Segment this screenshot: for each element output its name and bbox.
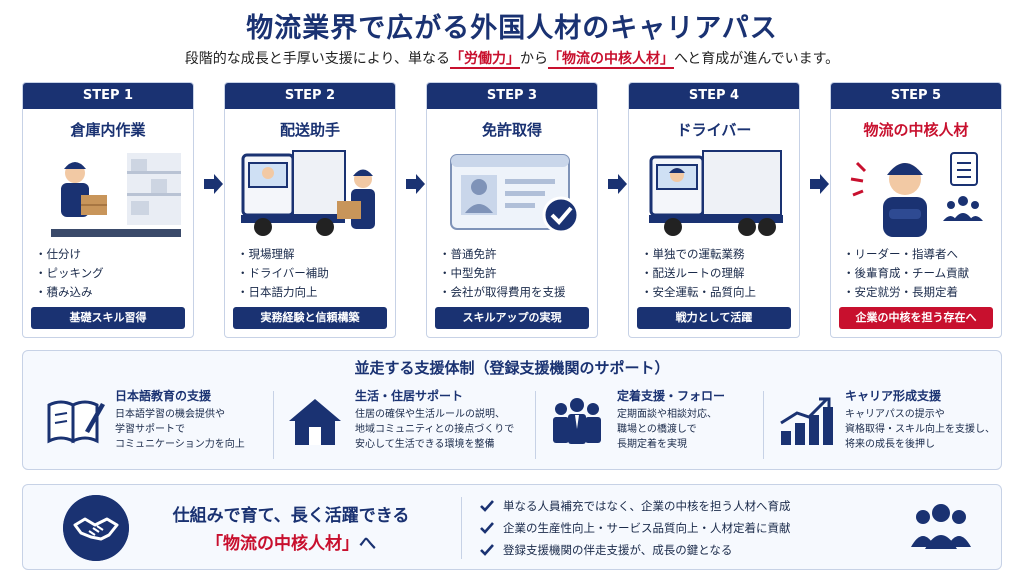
house-icon — [289, 399, 341, 445]
divider — [273, 391, 274, 459]
team-icon — [911, 504, 971, 549]
list-item: 企業の生産性向上・サービス品質向上・人材定着に貢献 — [479, 517, 791, 539]
step-footer: 戦力として活躍 — [637, 307, 791, 329]
list-item: 普通免許 — [439, 245, 566, 264]
step-footer: 企業の中核を担う存在へ — [839, 307, 993, 329]
support-item-title: 日本語教育の支援 — [115, 389, 212, 403]
divider — [763, 391, 764, 459]
book-pen-icon — [47, 400, 105, 444]
warehouse-worker-icon — [51, 153, 181, 237]
step-label: STEP 1 — [23, 83, 193, 109]
arrow-right-icon — [204, 174, 223, 194]
handshake-icon — [63, 495, 129, 561]
summary-sub: 「物流の中核人材」へ — [206, 534, 376, 554]
list-item: 会社が取得費用を支援 — [439, 283, 566, 302]
step-card-5: STEP 5 物流の中核人材 リーダー・指導者へ 後輩育成・チーム貢献 安定就労… — [830, 82, 1002, 338]
step-card-3: STEP 3 免許取得 普通免許 中型免許 会社が取得費用を支援 スキルアップの… — [426, 82, 598, 338]
list-item: 現場理解 — [237, 245, 329, 264]
step-card-4: STEP 4 ドライバー 単独での運転業務 配送ルートの理解 安全運転・品質向上… — [628, 82, 800, 338]
divider — [461, 497, 462, 559]
arrow-right-icon — [608, 174, 627, 194]
list-item: 配送ルートの理解 — [641, 264, 756, 283]
step-label: STEP 2 — [225, 83, 395, 109]
step-label: STEP 5 — [831, 83, 1001, 109]
step-card-1: STEP 1 倉庫内作業 仕分け ピッキング 積み込み 基礎スキル習得 — [22, 82, 194, 338]
summary-main: 仕組みで育て、長く活躍できる — [172, 506, 410, 526]
checkmark-icon — [480, 544, 494, 556]
step-items: 普通免許 中型免許 会社が取得費用を支援 — [439, 245, 566, 302]
list-item: 積み込み — [35, 283, 104, 302]
list-item: 安全運転・品質向上 — [641, 283, 757, 302]
step-items: 単独での運転業務 配送ルートの理解 安全運転・品質向上 — [641, 245, 757, 302]
step-name: 免許取得 — [481, 121, 542, 139]
list-item: ピッキング — [35, 264, 104, 283]
support-item-title: 生活・住居サポート — [355, 389, 464, 403]
step-card-2: STEP 2 配送助手 現場理解 ドライバー補助 日本語力向上 実務経験と信頼構… — [224, 82, 396, 338]
summary-checklist: 単なる人員補充ではなく、企業の中核を担う人材へ育成 企業の生産性向上・サービス品… — [479, 495, 791, 561]
truck-helper-icon — [241, 150, 375, 236]
step-name: 倉庫内作業 — [70, 121, 146, 139]
highlight-core: 「物流の中核人材」 — [547, 51, 674, 69]
list-item: 日本語力向上 — [237, 283, 329, 302]
step-label: STEP 4 — [629, 83, 799, 109]
truck-driver-icon — [649, 150, 783, 236]
license-card-icon — [450, 154, 580, 234]
support-item-title: キャリア形成支援 — [845, 389, 942, 403]
checkmark-icon — [480, 522, 494, 534]
arrow-right-icon — [406, 174, 425, 194]
career-steps: STEP 1 倉庫内作業 仕分け ピッキング 積み込み 基礎スキル習得 STEP… — [22, 82, 1002, 338]
arrow-right-icon — [810, 174, 829, 194]
step-items: リーダー・指導者へ 後輩育成・チーム貢献 安定就労・長期定着 — [843, 245, 970, 302]
highlight-labor: 「労働力」 — [449, 51, 520, 69]
growth-chart-icon — [780, 397, 833, 445]
list-item: 後輩育成・チーム貢献 — [843, 264, 970, 283]
page-subtitle: 段階的な成長と手厚い支援により、単なる「労働力」から「物流の中核人材」へと育成が… — [184, 51, 840, 69]
support-item-desc: キャリアパスの提示や 資格取得・スキル向上を支援し、 将来の成長を後押し — [845, 409, 995, 450]
support-title: 並走する支援体制（登録支援機関のサポート） — [354, 359, 670, 377]
support-item-title: 定着支援・フォロー — [617, 389, 726, 403]
support-section: 並走する支援体制（登録支援機関のサポート） 日本語教育の支援 日本語学習の機会提… — [22, 350, 1002, 470]
leader-icon — [850, 152, 983, 237]
support-item-desc: 定期面談や相談対応、 職場との橋渡しで 長期定着を実現 — [617, 409, 717, 450]
list-item: リーダー・指導者へ — [843, 245, 969, 264]
group-icon — [553, 398, 601, 444]
step-name: 物流の中核人材 — [863, 121, 969, 139]
list-item: 安定就労・長期定着 — [843, 283, 969, 302]
step-footer: 基礎スキル習得 — [31, 307, 185, 329]
summary-section: 仕組みで育て、長く活躍できる 「物流の中核人材」へ 単なる人員補充ではなく、企業… — [22, 484, 1002, 570]
step-name: 配送助手 — [279, 121, 340, 139]
list-item: 中型免許 — [439, 264, 566, 283]
divider — [535, 391, 536, 459]
list-item: 単なる人員補充ではなく、企業の中核を担う人材へ育成 — [479, 495, 791, 517]
step-footer: スキルアップの実現 — [435, 307, 589, 329]
step-items: 仕分け ピッキング 積み込み — [35, 245, 104, 302]
step-items: 現場理解 ドライバー補助 日本語力向上 — [237, 245, 329, 302]
checkmark-icon — [480, 500, 494, 512]
step-name: ドライバー — [676, 121, 752, 139]
support-item-desc: 日本語学習の機会提供や 学習サポートで コミュニケーション力を向上 — [115, 409, 245, 450]
step-footer: 実務経験と信頼構築 — [233, 307, 387, 329]
list-item: 登録支援機関の伴走支援が、成長の鍵となる — [479, 539, 791, 561]
list-item: 仕分け — [35, 245, 104, 264]
list-item: ドライバー補助 — [237, 264, 329, 283]
list-item: 単独での運転業務 — [641, 245, 756, 264]
step-label: STEP 3 — [427, 83, 597, 109]
page-title: 物流業界で広がる外国人材のキャリアパス — [246, 13, 778, 44]
support-item-desc: 住居の確保や生活ルールの説明、 地域コミュニティとの接点づくりで 安心して生活で… — [355, 409, 515, 450]
